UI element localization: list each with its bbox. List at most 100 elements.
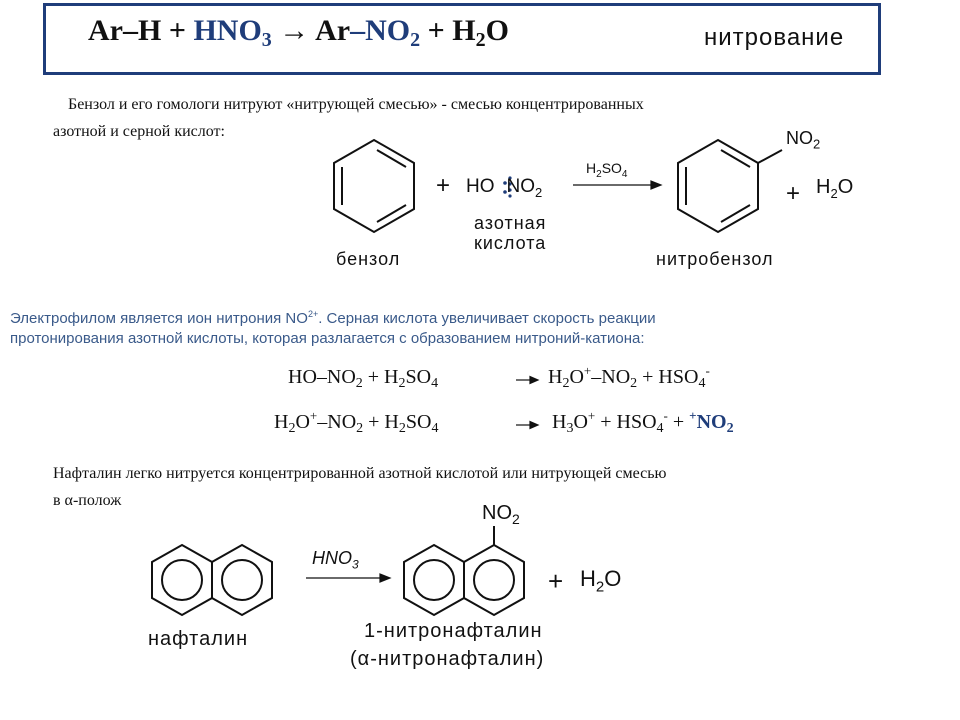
nitric-acid-formula: HO NO2 <box>466 176 542 200</box>
eq2-g: O <box>573 411 588 433</box>
cat-so: SO <box>601 160 622 176</box>
eq2-g-sup: + <box>587 408 596 423</box>
benzene-plus: + <box>436 172 451 199</box>
water-o: O <box>837 176 854 198</box>
electrophile-1a: Электрофилом является ион нитрония NO <box>10 310 308 327</box>
eq2-f-sub: 3 <box>566 421 574 436</box>
eq1-g-sub: 4 <box>698 376 706 391</box>
header-equation: Ar–H + HNO3 → Ar–NO2 + H2O <box>88 14 509 51</box>
eq2-c: –NO <box>317 411 357 433</box>
equation-1: HO–NO2 + H2SO4 <box>288 366 439 391</box>
intro-line-2: азотной и серной кислот: <box>53 123 225 140</box>
naphthalene-reaction-arrow <box>306 573 392 583</box>
naphthalene-line-1: Нафталин легко нитруется концентрированн… <box>53 465 667 482</box>
equation-2: H2O+–NO2 + H2SO4 <box>274 408 439 436</box>
electrophile-line-2: протонирования азотной кислоты, которая … <box>10 330 645 347</box>
eq2-e-sub: 4 <box>431 421 439 436</box>
eq2-e: SO <box>405 411 432 433</box>
eq-ar-2: Ar <box>315 14 351 47</box>
label-nitric-acid-1: азотная <box>474 213 547 233</box>
nitration-label: нитрование <box>704 24 845 51</box>
eq2-a-sub: 2 <box>288 421 296 436</box>
intro-line-1: Бензол и его гомологи нитруют «нитрующей… <box>68 96 644 113</box>
eq2-a: H <box>274 411 289 433</box>
benzene-plus-2: + <box>786 180 801 207</box>
naphthalene-water: H2O <box>580 566 621 595</box>
nitrobenzene-no2: NO2 <box>786 128 820 152</box>
naphthalene-rings <box>151 543 273 617</box>
eq1-f: –NO <box>591 366 631 388</box>
benzene-ring <box>333 138 415 234</box>
eq2-b: O <box>295 411 310 433</box>
cat-sub1: 2 <box>596 168 602 180</box>
naph-reagent: HNO <box>312 548 352 568</box>
eq1-d-sub: 2 <box>562 376 570 391</box>
eq-no2: –NO <box>350 14 411 47</box>
equation-1-products: H2O+–NO2 + HSO4- <box>548 363 710 391</box>
naph-water-o: O <box>604 566 622 591</box>
prod-no2: NO <box>786 128 813 148</box>
eq2-j: NO <box>696 411 727 433</box>
eq-hno3: HNO <box>193 14 262 47</box>
bond-split-marker <box>503 176 512 198</box>
naph-water-sub: 2 <box>595 578 605 596</box>
eq1-e-sup: + <box>583 363 592 378</box>
eq-hno3-sub: 3 <box>261 29 272 51</box>
naph-water-h: H <box>580 566 596 591</box>
eq1-d: H <box>548 366 563 388</box>
eq-no2-sub: 2 <box>410 29 421 51</box>
eq-h2o-h: H <box>452 14 476 47</box>
eq2-i-sup: + <box>689 408 697 423</box>
ho-group: HO <box>466 176 495 197</box>
eq2-d: + H <box>363 411 399 433</box>
naphthalene-line-2: в α-полож <box>53 492 122 509</box>
eq1-c-sub: 4 <box>431 376 439 391</box>
eq-ar-1: Ar <box>88 14 123 47</box>
label-naphthalene: нафталин <box>148 628 249 650</box>
benzene-water: H2O <box>816 176 853 201</box>
naph-no2: NO <box>482 502 512 524</box>
eq2-d-sub: 2 <box>398 421 406 436</box>
eq2-c-sub: 2 <box>356 421 364 436</box>
naph-no2-sub: 2 <box>512 511 520 527</box>
eq1-g-sup: - <box>705 363 710 378</box>
eq-h: –H <box>122 14 162 47</box>
eq2-j-sub: 2 <box>726 421 734 436</box>
eq1-e: O <box>569 366 584 388</box>
nitrobenzene-ring <box>677 138 783 234</box>
water-h: H <box>816 176 831 198</box>
equation-arrows <box>516 375 540 430</box>
label-benzene: бензол <box>336 249 401 269</box>
nitronaphthalene-no2: NO2 <box>482 502 520 527</box>
naphthalene-reagent: HNO3 <box>312 548 359 572</box>
naph-reagent-sub: 3 <box>352 557 359 572</box>
eq2-b-sup: + <box>309 408 318 423</box>
eq2-h-sup: - <box>663 408 668 423</box>
label-1-nitronaphthalene: 1-нитронафталин <box>364 620 543 642</box>
header-equation-box <box>43 3 881 75</box>
cat-h: H <box>586 160 597 176</box>
eq1-a-sub: 2 <box>355 376 363 391</box>
benzene-reaction-arrow <box>573 180 663 190</box>
eq-h2o-sub: 2 <box>475 29 486 51</box>
eq2-h-sub: 4 <box>656 421 664 436</box>
eq1-a: HO–NO <box>288 366 356 388</box>
eq1-f-sub: 2 <box>630 376 638 391</box>
water-sub: 2 <box>830 186 838 201</box>
eq-plus-1: + <box>168 14 186 47</box>
no2-sub: 2 <box>535 184 543 200</box>
nitronaphthalene-rings <box>403 526 525 617</box>
label-nitric-acid-2: кислота <box>474 233 547 253</box>
electrophile-line-1: Электрофилом является ион нитрония NO2+.… <box>10 309 656 327</box>
electrophile-sup: 2+ <box>307 309 319 319</box>
naphthalene-plus: + <box>548 566 564 596</box>
no2-group: NO <box>506 176 536 197</box>
eq-arrow: → <box>279 14 310 47</box>
eq1-c: SO <box>405 366 432 388</box>
cat-sub2: 4 <box>621 168 628 180</box>
eq2-f: H <box>552 411 567 433</box>
eq1-b-sub: 2 <box>398 376 406 391</box>
eq2-i: + <box>667 411 690 433</box>
prod-no2-sub: 2 <box>813 136 821 152</box>
